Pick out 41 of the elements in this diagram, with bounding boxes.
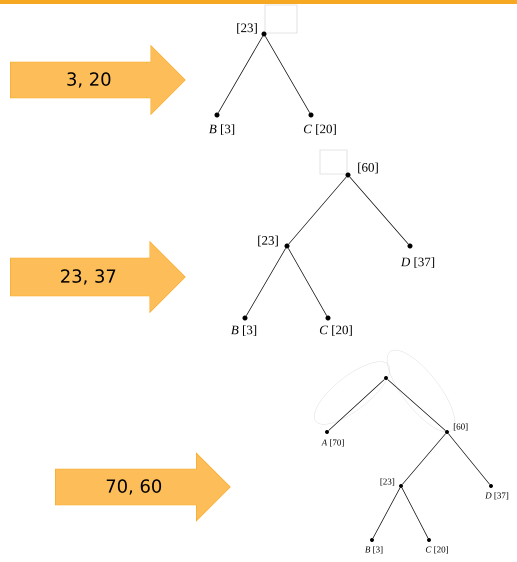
tree-node xyxy=(489,484,493,488)
tree-edge xyxy=(265,36,310,114)
tree-edge xyxy=(448,433,490,485)
node-label: D [37] xyxy=(485,492,508,500)
tree-node xyxy=(445,430,449,434)
node-label: [23] xyxy=(258,236,278,246)
node-label: [23] xyxy=(380,478,394,486)
tree-node xyxy=(214,112,220,118)
tree-edge xyxy=(246,248,286,316)
node-label: B [3] xyxy=(231,325,256,336)
tree-node xyxy=(284,244,290,248)
tree-node xyxy=(325,430,329,434)
node-label: A [70] xyxy=(321,439,344,447)
node-label: [23] xyxy=(237,23,257,34)
node-label: B [3] xyxy=(365,546,382,554)
tree-edge xyxy=(288,176,347,244)
tree-edge xyxy=(349,176,409,244)
tree-node xyxy=(384,376,388,380)
tree-edge xyxy=(402,488,428,538)
tree-node xyxy=(242,316,248,320)
node-label: [60] xyxy=(358,162,378,174)
node-label: D [37] xyxy=(400,257,434,268)
tree-edge xyxy=(402,433,446,485)
node-label: C [20] xyxy=(304,124,336,135)
tree-node xyxy=(262,32,266,36)
node-label: C [20] xyxy=(320,325,352,336)
tree-node xyxy=(308,112,314,118)
tree-edge xyxy=(328,379,385,431)
tree-node xyxy=(408,244,412,248)
node-label: C [20] xyxy=(426,546,448,554)
node-label: B [3] xyxy=(209,124,234,135)
node-label: [60] xyxy=(454,423,468,431)
tree-edge xyxy=(218,36,263,114)
tree-node xyxy=(427,538,431,542)
tree-node xyxy=(370,538,374,542)
tree-node xyxy=(399,484,403,488)
tree-edge xyxy=(288,248,328,316)
tree-node xyxy=(326,316,330,320)
tree-node xyxy=(346,172,350,178)
tree-edge xyxy=(387,379,446,431)
tree-edge xyxy=(372,488,400,538)
